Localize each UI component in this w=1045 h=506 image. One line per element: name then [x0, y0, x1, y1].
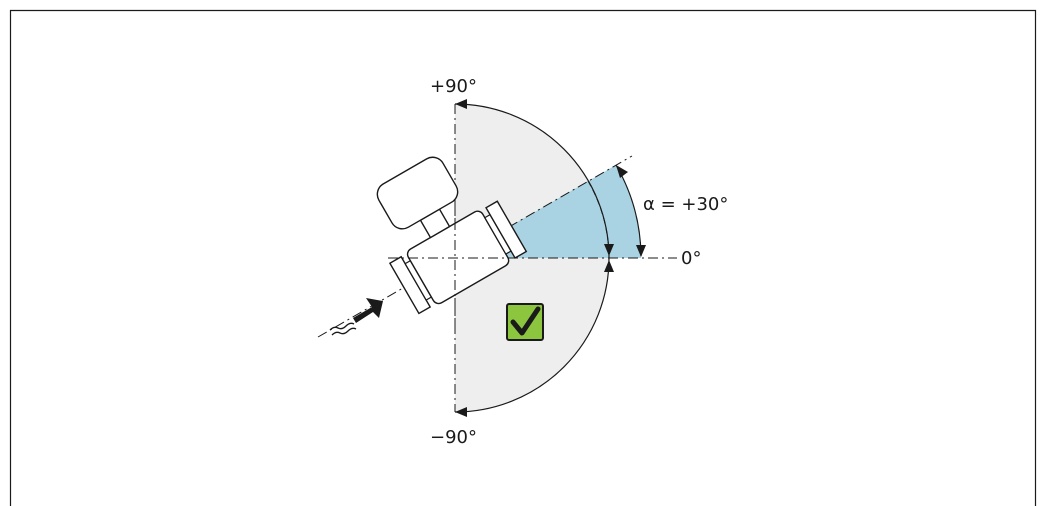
transmitter-housing: [376, 156, 459, 230]
arrowhead-minus-90: [455, 407, 467, 417]
flow-arrow-icon: [329, 298, 383, 336]
arrowhead-alpha-top: [616, 165, 628, 178]
outlet-flange: [485, 200, 528, 259]
label-plus-90: +90°: [430, 76, 477, 97]
checkmark-icon: [506, 303, 544, 341]
arrowhead-inner-0: [604, 244, 614, 256]
label-alpha: α = +30°: [643, 194, 728, 215]
label-zero: 0°: [681, 248, 701, 269]
arrowhead-inner-0-lower: [604, 260, 614, 272]
flowmeter: [376, 156, 528, 315]
arrowhead-plus-90: [455, 99, 467, 109]
range-arc: [454, 103, 610, 413]
arrowhead-alpha-bottom: [636, 245, 646, 257]
label-minus-90: −90°: [430, 427, 477, 448]
frame-border: [9, 9, 1037, 506]
